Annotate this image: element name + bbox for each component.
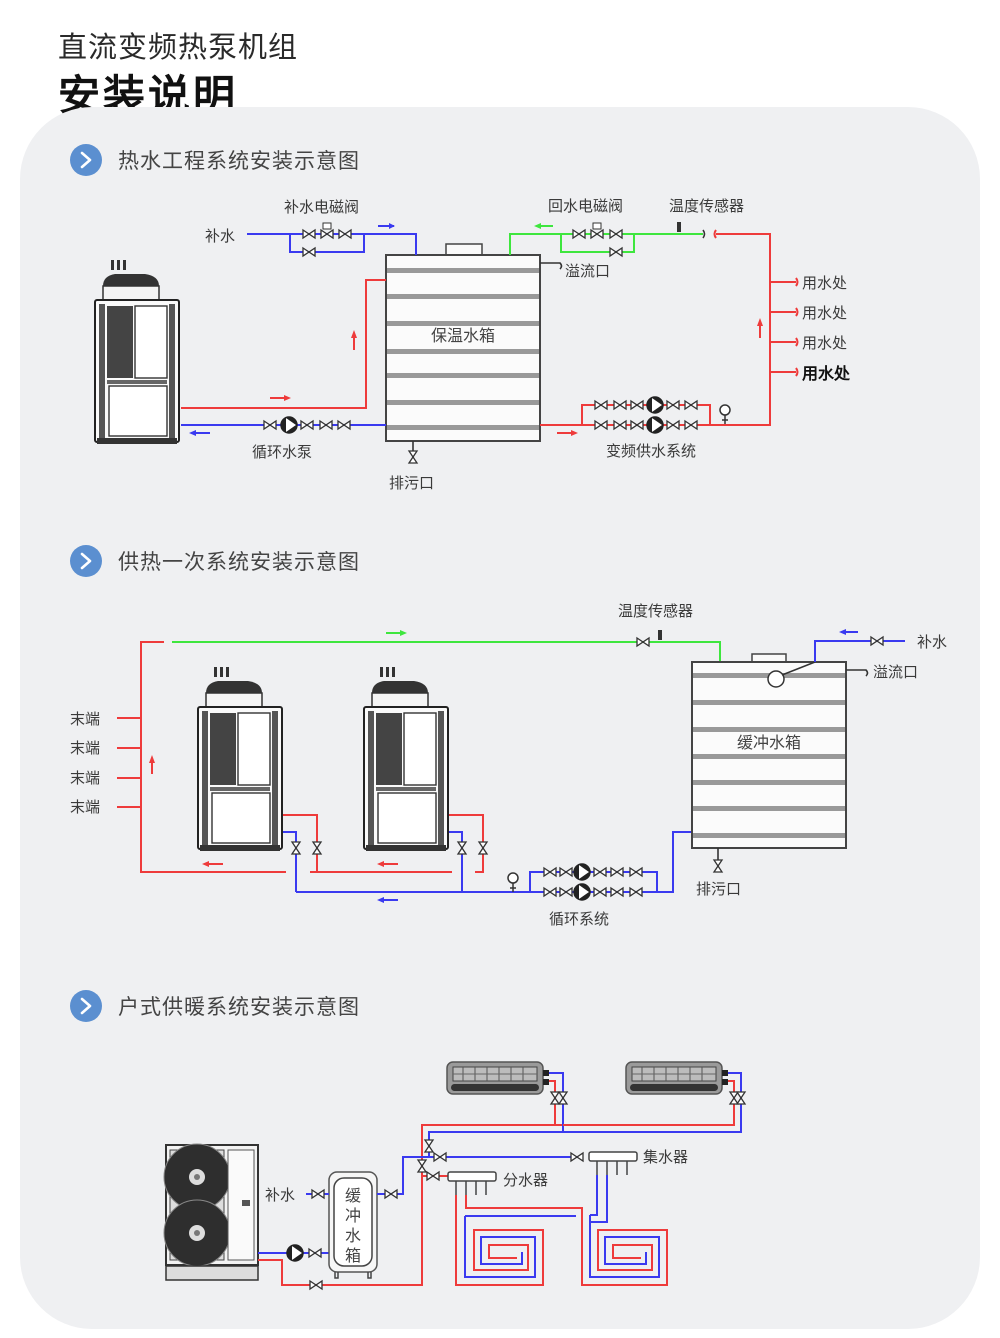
section-label: 热水工程系统安装示意图 [118, 149, 360, 173]
distributor [447, 1171, 497, 1195]
overflow-label: 溢流口 [873, 663, 918, 681]
tank-char: 缓 [345, 1186, 361, 1205]
outdoor-unit [163, 1143, 259, 1281]
pump-icon [646, 396, 664, 414]
overflow-label: 溢流口 [565, 262, 610, 280]
heat-pump-unit [94, 259, 180, 445]
page-subtitle: 直流变频热泵机组 [58, 30, 299, 64]
circulation-pump-assembly [543, 863, 643, 901]
tank-label: 保温水箱 [431, 326, 495, 345]
temp-sensor-icon [677, 222, 681, 232]
outlet-label: 用水处 [802, 274, 847, 292]
drain-label: 排污口 [389, 474, 434, 492]
outlet-branches [770, 277, 799, 377]
outlet-label: 用水处 [802, 304, 847, 322]
heat-pump-unit [197, 666, 283, 852]
return-solenoid-label: 回水电磁阀 [548, 197, 623, 215]
pump-icon [573, 883, 591, 901]
solenoid-valve [320, 222, 334, 239]
circulation-system-label: 循环系统 [549, 910, 609, 928]
circulation-pump-label: 循环水泵 [252, 443, 312, 461]
makeup-water-label: 补水 [917, 633, 947, 651]
drain-label: 排污口 [696, 880, 741, 898]
chevron-right-icon [70, 545, 102, 577]
pump-icon [646, 416, 664, 434]
section-title-primary-heating: 供热一次系统安装示意图 [70, 545, 360, 577]
collector [588, 1151, 638, 1175]
terminal-label: 末端 [70, 769, 100, 787]
primary-heating-diagram: 温度传感器 末端 末端 末端 末端 循环系统 [70, 602, 947, 928]
chevron-right-icon [70, 990, 102, 1022]
makeup-water-label: 补水 [265, 1186, 295, 1204]
outlet-label: 用水处 [802, 364, 851, 383]
chevron-right-icon [70, 144, 102, 176]
household-heating-diagram: 缓 冲 水 箱 补水 分水器 集水器 [163, 1061, 746, 1290]
tank-char: 冲 [345, 1206, 361, 1225]
floor-heating-loop [455, 1175, 668, 1286]
solenoid-valve [590, 222, 604, 239]
section-title-hot-water: 热水工程系统安装示意图 [70, 144, 360, 176]
section-label: 供热一次系统安装示意图 [118, 550, 360, 574]
section-title-household-heating: 户式供暖系统安装示意图 [70, 990, 360, 1022]
buffer-tank-vertical: 缓 冲 水 箱 [328, 1171, 378, 1279]
indoor-fan-coil [446, 1061, 550, 1095]
pressure-gauge-icon [507, 872, 519, 893]
makeup-solenoid-label: 补水电磁阀 [284, 198, 359, 216]
terminal-label: 末端 [70, 710, 100, 728]
vfd-pump-assembly [594, 396, 698, 434]
pump-icon [280, 416, 298, 434]
pressure-gauge-icon [719, 404, 731, 425]
hot-water-diagram: 保温水箱 补水 补水电磁阀 循环水泵 排污口 回水电磁阀 [94, 197, 851, 492]
terminal-label: 末端 [70, 739, 100, 757]
distributor-label: 分水器 [503, 1171, 548, 1189]
tank-char: 箱 [345, 1246, 361, 1265]
makeup-water-label: 补水 [205, 227, 235, 245]
tank-label: 缓冲水箱 [737, 733, 801, 752]
pump-icon [286, 1244, 304, 1262]
insulated-tank: 保温水箱 [385, 243, 541, 442]
heat-pump-unit [363, 666, 449, 852]
vfd-supply-label: 变频供水系统 [606, 442, 696, 460]
buffer-tank: 缓冲水箱 [691, 653, 847, 849]
terminal-label: 末端 [70, 798, 100, 816]
collector-label: 集水器 [643, 1148, 688, 1166]
temp-sensor-label: 温度传感器 [669, 197, 744, 215]
pump-icon [573, 863, 591, 881]
outlet-label: 用水处 [802, 334, 847, 352]
temp-sensor-label: 温度传感器 [618, 602, 693, 620]
section-label: 户式供暖系统安装示意图 [118, 995, 360, 1019]
indoor-fan-coil [625, 1061, 729, 1095]
tank-char: 水 [345, 1226, 361, 1245]
